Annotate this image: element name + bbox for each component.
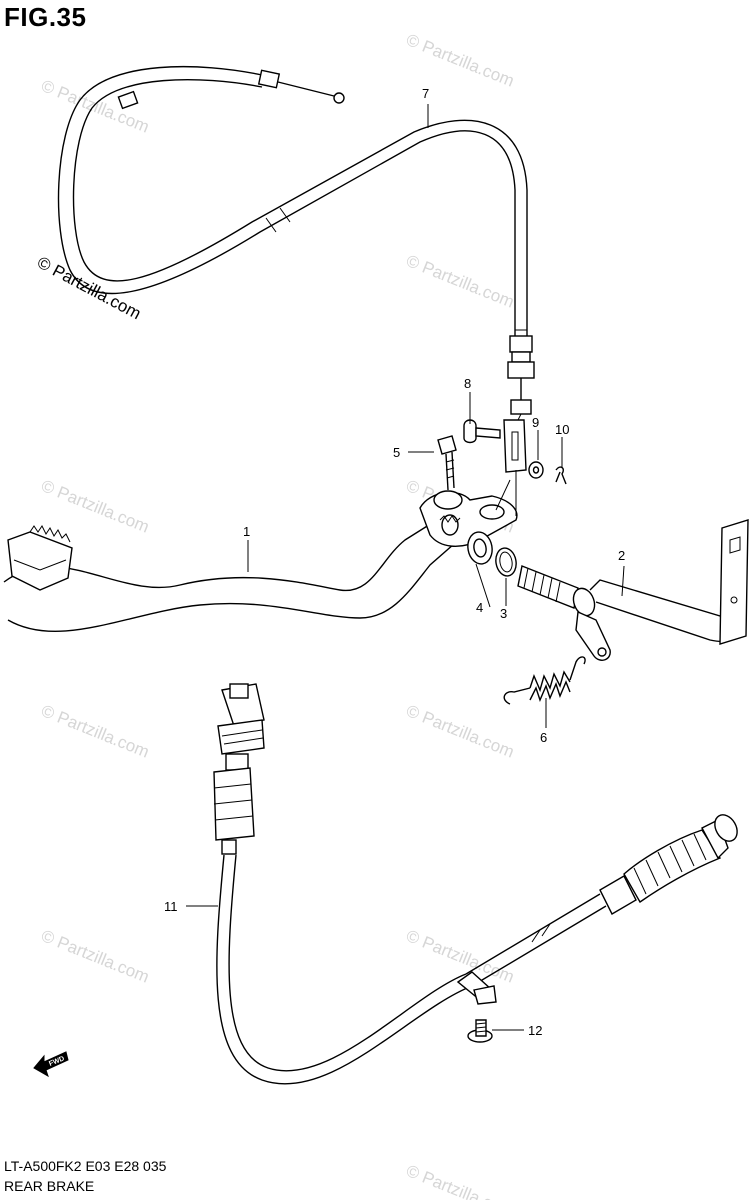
callouts: 7 1 5 8 9 10 2 4 3 6 11 12 [164, 86, 625, 1038]
watermark: © Partzilla.com [39, 476, 152, 537]
fwd-label: FWD [48, 1055, 65, 1067]
figure-title: FIG.35 [4, 2, 87, 32]
watermark: © Partzilla.com [404, 251, 517, 312]
brake-pedal [3, 490, 518, 633]
watermarks: © Partzilla.com © Partzilla.com © Partzi… [39, 30, 517, 1200]
callout-8: 8 [464, 376, 471, 391]
callout-3: 3 [500, 606, 507, 621]
lower-brake-cable [213, 683, 738, 1085]
pedal-bolt [437, 435, 457, 491]
watermark-prominent: © Partzilla.com [34, 253, 144, 324]
watermark: © Partzilla.com [404, 1161, 517, 1200]
watermark: © Partzilla.com [39, 926, 152, 987]
watermark: © Partzilla.com [404, 926, 517, 987]
callout-11: 11 [164, 899, 178, 914]
callout-7: 7 [422, 86, 429, 101]
watermark: © Partzilla.com [39, 701, 152, 762]
callout-10: 10 [555, 422, 569, 437]
clevis-assembly [463, 419, 567, 516]
callout-9: 9 [532, 415, 539, 430]
model-code: LT-A500FK2 E03 E28 035 [4, 1158, 167, 1174]
upper-brake-cable [57, 65, 535, 439]
watermark: © Partzilla.com [404, 701, 517, 762]
section-name: REAR BRAKE [4, 1178, 95, 1194]
clamp-bolt [467, 1019, 493, 1043]
forward-arrow: FWD [33, 1051, 69, 1078]
callout-5: 5 [393, 445, 400, 460]
return-spring [503, 656, 586, 705]
callout-4: 4 [476, 600, 483, 615]
watermark: © Partzilla.com [404, 30, 517, 91]
brake-lever-shaft [517, 519, 749, 661]
callout-12: 12 [528, 1023, 542, 1038]
callout-1: 1 [243, 524, 250, 539]
leader-lines [186, 104, 625, 1031]
callout-6: 6 [540, 730, 547, 745]
callout-2: 2 [618, 548, 625, 563]
bushing-and-oring [467, 531, 517, 577]
